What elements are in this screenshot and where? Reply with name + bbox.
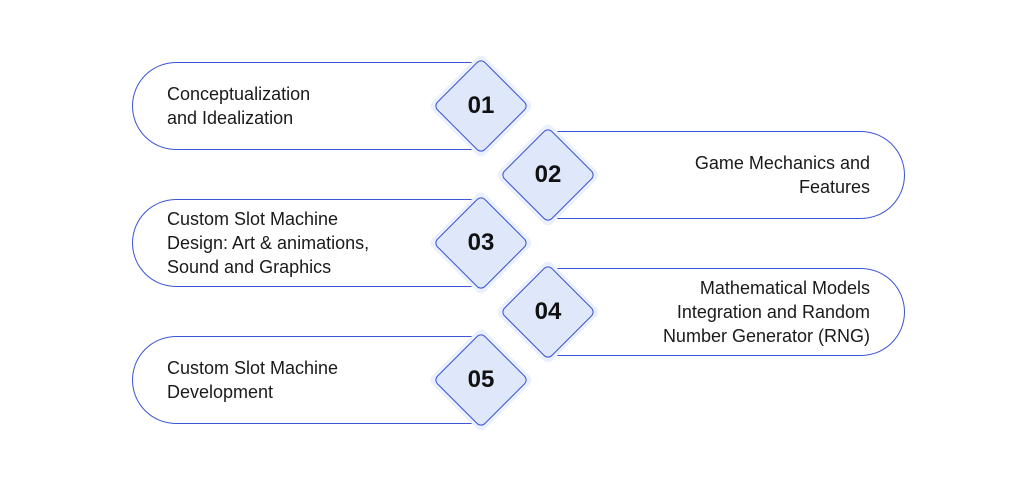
step-card-4: Mathematical Models Integration and Rand… xyxy=(545,268,905,356)
step-card-5: Custom Slot Machine Development xyxy=(132,336,477,424)
step-number-4: 04 xyxy=(534,298,562,325)
step-number-2: 02 xyxy=(534,161,562,188)
step-label-4: Mathematical Models Integration and Rand… xyxy=(663,276,870,348)
step-4-line-2: Integration and Random xyxy=(676,302,870,322)
step-badge-2: 02 xyxy=(495,122,601,228)
step-label-2: Game Mechanics and Features xyxy=(695,151,870,199)
step-1-line-1: Conceptualization xyxy=(167,84,311,104)
step-2-line-2: Features xyxy=(798,177,870,197)
step-3-line-2: Design: Art & animations, xyxy=(167,233,370,253)
step-number-5: 05 xyxy=(467,366,495,393)
step-4-line-3: Number Generator (RNG) xyxy=(662,326,870,346)
step-4-line-1: Mathematical Models xyxy=(699,278,870,298)
step-badge-3: 03 xyxy=(428,190,534,296)
step-card-1: Conceptualization and Idealization xyxy=(132,62,477,150)
step-1-line-2: and Idealization xyxy=(167,108,294,128)
step-badge-1: 01 xyxy=(428,53,534,159)
step-3-line-1: Custom Slot Machine xyxy=(167,209,339,229)
step-badge-5: 05 xyxy=(428,327,534,433)
step-5-line-1: Custom Slot Machine xyxy=(167,358,339,378)
step-card-2: Game Mechanics and Features xyxy=(545,131,905,219)
step-number-1: 01 xyxy=(467,92,495,119)
step-2-line-1: Game Mechanics and xyxy=(694,153,870,173)
step-number-3: 03 xyxy=(467,229,495,256)
step-5-line-2: Development xyxy=(167,382,274,402)
step-badge-4: 04 xyxy=(495,259,601,365)
step-label-5: Custom Slot Machine Development xyxy=(167,356,338,404)
step-label-3: Custom Slot Machine Design: Art & animat… xyxy=(167,207,369,279)
step-3-line-3: Sound and Graphics xyxy=(167,257,332,277)
step-label-1: Conceptualization and Idealization xyxy=(167,82,310,130)
step-card-3: Custom Slot Machine Design: Art & animat… xyxy=(132,199,477,287)
